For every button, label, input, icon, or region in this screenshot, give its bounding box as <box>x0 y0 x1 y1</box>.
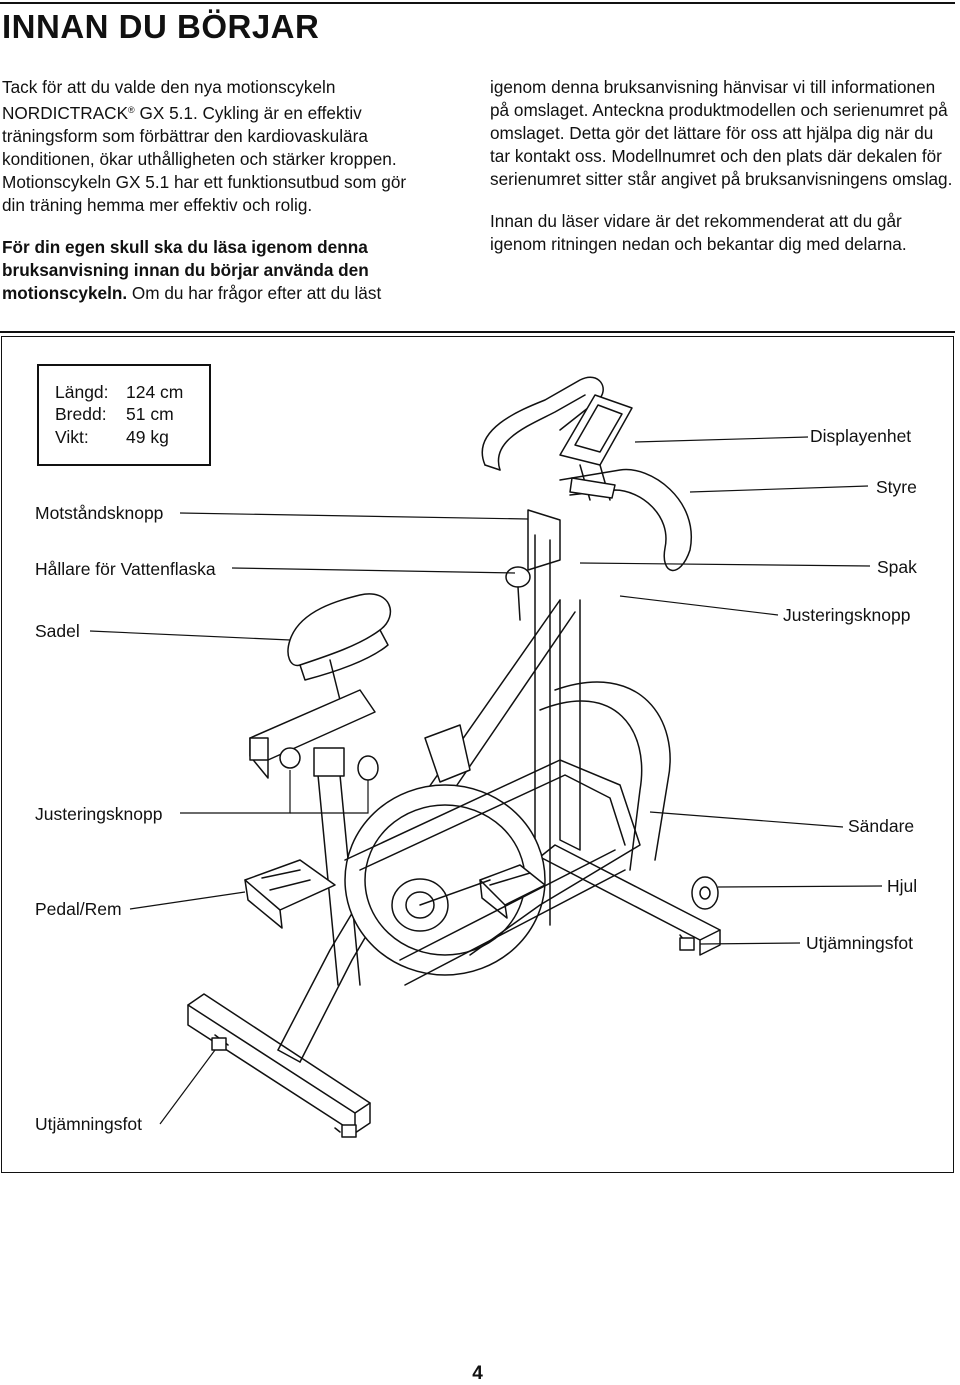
right-pedal <box>479 864 546 919</box>
label-sandare: Sändare <box>848 816 915 836</box>
label-hallare: Hållare för Vattenflaska <box>35 559 216 579</box>
label-styre: Styre <box>876 477 917 497</box>
console <box>559 394 633 501</box>
page-number: 4 <box>472 1363 483 1384</box>
label-justeringsknopp-right: Justeringsknopp <box>783 605 911 625</box>
section-rule <box>0 331 955 333</box>
spec-weight-label: Vikt: <box>55 427 89 447</box>
spec-width-label: Bredd: <box>55 404 107 424</box>
warning-paragraph: För din egen skull ska du läsa igenom de… <box>2 237 382 303</box>
top-rule <box>0 2 955 4</box>
label-hjul: Hjul <box>887 876 918 896</box>
spec-width-value: 51 cm <box>126 404 174 424</box>
label-sadel: Sadel <box>35 621 80 641</box>
label-utjamningsfot-left: Utjämningsfot <box>35 1114 142 1134</box>
diagram-frame <box>1 336 954 1173</box>
warning-bold-text: För din egen skull ska du läsa igenom de… <box>2 237 369 303</box>
page-title: INNAN DU BÖRJAR <box>2 8 320 45</box>
label-justeringsknopp-left: Justeringsknopp <box>35 804 163 824</box>
drawing-intro-paragraph: Innan du läser vidare är det rekommender… <box>490 211 907 254</box>
specifications-box <box>37 364 211 466</box>
info-paragraph: igenom denna bruksanvisning hänvisar vi … <box>490 77 953 189</box>
spec-length-value: 124 cm <box>126 382 184 402</box>
saddle <box>287 593 391 701</box>
registered-mark: ® <box>128 105 135 115</box>
label-displayenhet: Displayenhet <box>810 426 912 446</box>
intro-paragraph: Tack för att du valde den nya motionscyk… <box>2 77 407 215</box>
spec-length-label: Längd: <box>55 382 109 402</box>
left-column: Tack för att du valde den nya motionscyk… <box>2 76 432 324</box>
handlebars <box>481 376 693 572</box>
label-spak: Spak <box>877 557 917 577</box>
label-motstandsknopp: Motståndsknopp <box>35 503 164 523</box>
right-column: igenom denna bruksanvisning hänvisar vi … <box>490 76 956 275</box>
left-pedal <box>244 859 336 929</box>
spec-weight-value: 49 kg <box>126 427 169 447</box>
label-utjamningsfot-right: Utjämningsfot <box>806 933 913 953</box>
label-pedal: Pedal/Rem <box>35 899 122 919</box>
rear-stabilizer <box>187 993 371 1134</box>
resistance-knob <box>505 566 531 621</box>
